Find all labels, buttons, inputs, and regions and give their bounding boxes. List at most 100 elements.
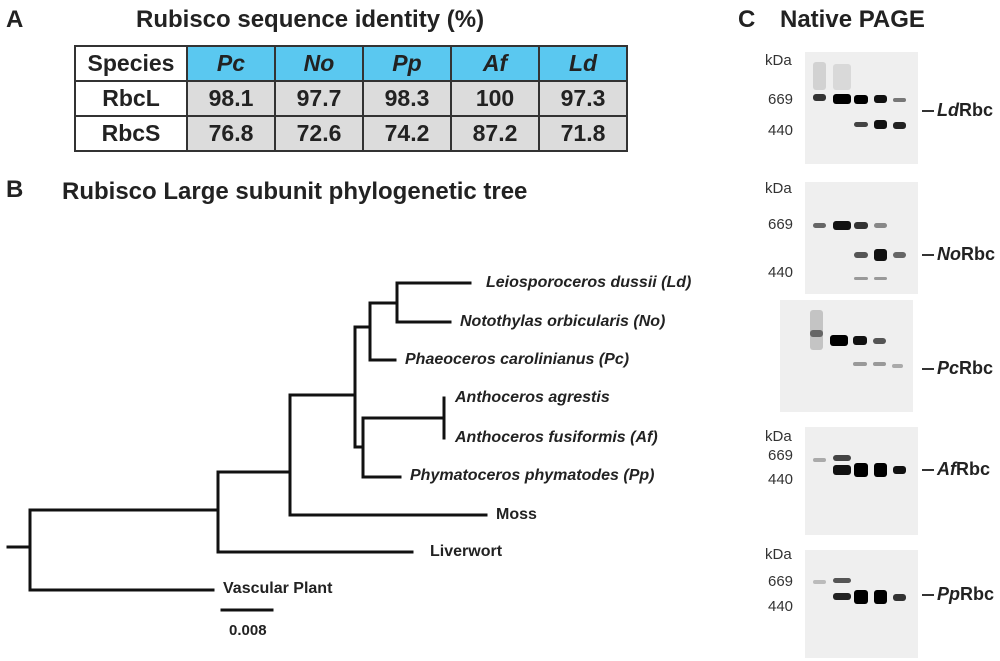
leaf-vascular: Vascular Plant (223, 580, 333, 597)
gel-band (854, 252, 868, 258)
leaf-ld: Leiosporoceros dussii (Ld) (486, 274, 692, 291)
gel-band (854, 222, 868, 229)
gel-norbc (805, 182, 918, 294)
gel-band (833, 94, 851, 104)
gel-band (813, 580, 826, 584)
species-header-no: No (274, 45, 364, 82)
gel-5-label: PpRbc (937, 584, 994, 605)
gel-band (854, 463, 868, 477)
gel-band (874, 463, 887, 477)
gel-5-label-suffix: Rbc (960, 584, 995, 604)
gel-4-label: AfRbc (937, 459, 990, 480)
gel-5-label-prefix: Pp (937, 584, 961, 604)
gel-band (853, 336, 867, 345)
gel-pcrbc (780, 300, 913, 412)
identity-table: Species Pc No Pp Af Ld RbcL 98.1 97.7 98… (74, 45, 628, 152)
gel-band (893, 252, 906, 258)
gel-5-mw-669: 669 (768, 573, 794, 590)
table-cell: 74.2 (362, 115, 452, 152)
gel-3-marker-line (922, 368, 934, 370)
leaf-af: Anthoceros fusiformis (Af) (455, 429, 658, 446)
gel-2-label-prefix: No (937, 244, 961, 264)
table-cell: 98.1 (186, 80, 276, 117)
gel-3-label: PcRbc (937, 358, 993, 379)
panel-c-letter: C (738, 6, 756, 33)
gel-band (854, 122, 868, 127)
gel-band (874, 249, 887, 261)
gel-band (830, 335, 848, 346)
scale-bar-label: 0.008 (229, 622, 267, 639)
gel-band (833, 221, 851, 230)
gel-4-label-suffix: Rbc (956, 459, 991, 479)
gel-1-mw-440: 440 (768, 122, 794, 139)
gel-band (810, 330, 823, 337)
leaf-pp: Phymatoceros phymatodes (Pp) (410, 467, 655, 484)
leaf-moss: Moss (496, 506, 537, 523)
panel-b-title: Rubisco Large subunit phylogenetic tree (62, 178, 528, 205)
panel-b-letter: B (6, 176, 24, 203)
gel-1-mw-669: 669 (768, 91, 794, 108)
gel-3-label-suffix: Rbc (959, 358, 994, 378)
leaf-liverwort: Liverwort (430, 543, 503, 560)
gel-2-mw-440: 440 (768, 264, 794, 281)
species-header-ld: Ld (538, 45, 628, 82)
table-cell: 87.2 (450, 115, 540, 152)
gel-5-mw-440: 440 (768, 598, 794, 615)
table-corner-cell: Species (74, 45, 188, 82)
gel-1-marker-line (922, 110, 934, 112)
table-cell: 97.7 (274, 80, 364, 117)
leaf-no: Notothylas orbicularis (No) (460, 313, 666, 330)
panel-a-letter: A (6, 6, 24, 33)
gel-pprbc (805, 550, 918, 658)
gel-afrbc (805, 427, 918, 535)
gel-band (833, 64, 851, 90)
species-header-af: Af (450, 45, 540, 82)
gel-5-marker-line (922, 594, 934, 596)
gel-band (893, 98, 906, 102)
gel-band (833, 578, 851, 583)
gel-band (833, 455, 851, 461)
gel-band (874, 590, 887, 604)
gel-band (833, 465, 851, 475)
panel-c-title: Native PAGE (780, 6, 925, 33)
gel-4-kda: kDa (765, 428, 792, 445)
gel-band (854, 277, 868, 280)
gel-band (813, 458, 826, 462)
table-cell: 100 (450, 80, 540, 117)
gel-4-marker-line (922, 469, 934, 471)
gel-band (874, 120, 887, 129)
gel-band (874, 277, 887, 280)
table-row-rbcl: RbcL 98.1 97.7 98.3 100 97.3 (74, 80, 628, 117)
gel-band (854, 590, 868, 604)
gel-4-mw-440: 440 (768, 471, 794, 488)
gel-band (873, 338, 886, 344)
gel-2-kda: kDa (765, 180, 792, 197)
gel-band (854, 95, 868, 104)
gel-2-label-suffix: Rbc (961, 244, 996, 264)
gel-1-label: LdRbc (937, 100, 993, 121)
gel-4-mw-669: 669 (768, 447, 794, 464)
phylogenetic-tree (6, 281, 488, 612)
gel-band (893, 594, 906, 601)
gel-2-marker-line (922, 254, 934, 256)
gel-5-kda: kDa (765, 546, 792, 563)
species-header-pp: Pp (362, 45, 452, 82)
gel-band (853, 362, 867, 366)
table-header-row: Species Pc No Pp Af Ld (74, 45, 628, 82)
table-row-rbcs: RbcS 76.8 72.6 74.2 87.2 71.8 (74, 115, 628, 152)
gel-band (893, 122, 906, 129)
gel-1-kda: kDa (765, 52, 792, 69)
gel-band (873, 362, 886, 366)
gel-band (813, 223, 826, 228)
gel-2-label: NoRbc (937, 244, 995, 265)
table-cell: 97.3 (538, 80, 628, 117)
gel-band (813, 62, 826, 90)
table-cell: 76.8 (186, 115, 276, 152)
gel-band (813, 94, 826, 101)
row-label-rbcs: RbcS (74, 115, 188, 152)
row-label-rbcl: RbcL (74, 80, 188, 117)
leaf-pc: Phaeoceros carolinianus (Pc) (405, 351, 630, 368)
gel-3-label-prefix: Pc (937, 358, 960, 378)
gel-2-mw-669: 669 (768, 216, 794, 233)
panel-a-title: Rubisco sequence identity (%) (136, 6, 485, 33)
